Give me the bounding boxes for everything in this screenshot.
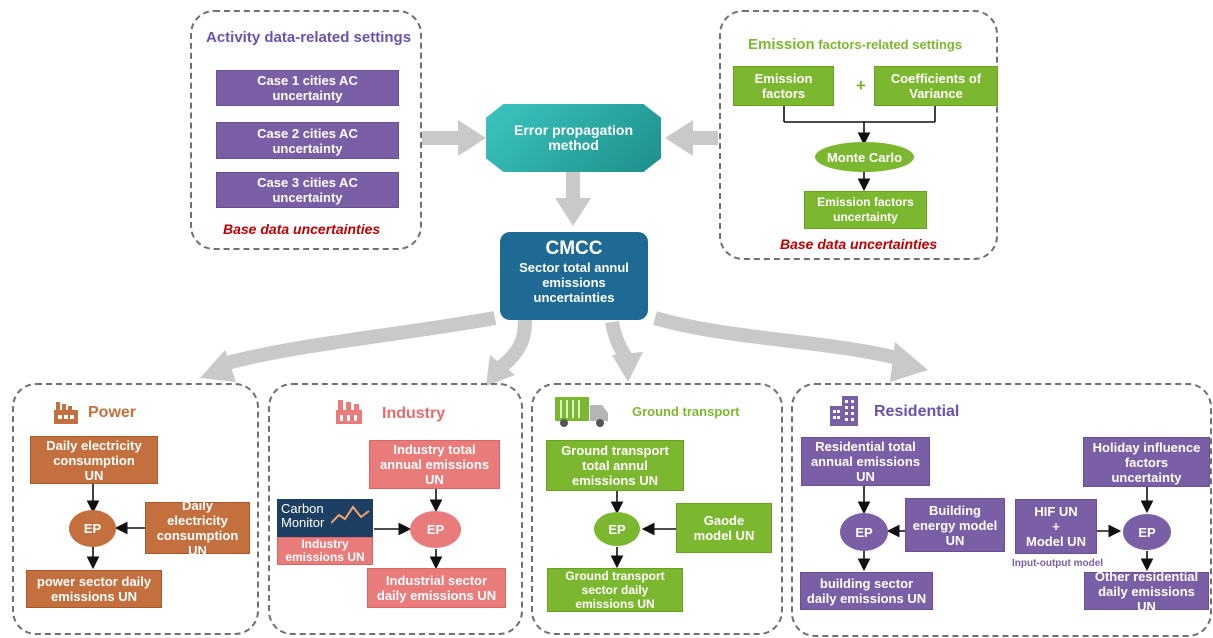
building-energy-model-box: Building energy model UN <box>905 498 1005 552</box>
transport-total-box: Ground transport total annul emissions U… <box>546 440 684 491</box>
industry-icon <box>336 400 362 424</box>
power-title: Power <box>88 404 137 421</box>
daily-electricity-right-box: Daily electricity consumption UN <box>145 498 250 558</box>
input-output-label: Input-output model <box>1012 558 1104 569</box>
power-ep: EP <box>69 510 116 547</box>
residential-title: Residential <box>874 403 960 420</box>
emission-title-bold: Emission <box>748 36 815 53</box>
monte-carlo-ellipse: Monte Carlo <box>815 142 914 172</box>
plus-sign: + <box>856 76 866 95</box>
emission-base-uncertainties: Base data uncertainties <box>780 236 938 252</box>
other-residential-output-box: Other residential daily emissions UN <box>1084 569 1209 614</box>
industry-title: Industry <box>382 405 446 422</box>
emission-settings-panel <box>719 10 998 260</box>
case3-box: Case 3 cities AC uncertainty <box>216 172 399 208</box>
case2-box: Case 2 cities AC uncertainty <box>216 122 399 159</box>
building-output-box: building sector daily emissions UN <box>800 572 933 610</box>
case1-box: Case 1 cities AC uncertainty <box>216 70 399 106</box>
transport-ep: EP <box>594 512 640 546</box>
transport-title: Ground transport <box>632 404 740 419</box>
building-icon <box>830 396 858 426</box>
residential-panel <box>791 383 1212 637</box>
residential-total-box: Residential total annual emissions UN <box>801 437 930 486</box>
transport-panel <box>531 383 783 635</box>
error-propagation-box: Error propagation method <box>486 104 661 172</box>
truck-icon <box>555 397 608 427</box>
industry-total-box: Industry total annual emissions UN <box>369 440 500 489</box>
cmcc-box: CMCC Sector total annul emissions uncert… <box>500 232 648 320</box>
trend-line-icon <box>331 505 370 524</box>
transport-output-box: Ground transport sector daily emissions … <box>547 568 683 612</box>
carbon-monitor-text: Carbon Monitor <box>281 501 325 530</box>
industry-emissions-box: Industry emissions UN <box>277 537 373 565</box>
industry-ep: EP <box>410 511 461 548</box>
cmcc-subtitle: Sector total annul emissions uncertainti… <box>519 260 629 305</box>
emission-title-rest: factors-related settings <box>814 37 963 52</box>
emission-factors-uncertainty-box: Emission factors uncertainty <box>804 191 927 229</box>
holiday-influence-box: Holiday influence factors uncertainty <box>1083 437 1210 487</box>
cmcc-title: CMCC <box>545 238 603 259</box>
industry-output-box: Industrial sector daily emissions UN <box>367 568 506 608</box>
gaode-model-box: Gaode model UN <box>676 503 772 553</box>
residential-ep-building: EP <box>840 513 888 551</box>
daily-electricity-box: Daily electricity consumption UN <box>30 436 158 484</box>
coefficients-of-variance-box: Coefficients of Variance <box>874 66 998 106</box>
emission-title: Emission factors-related settings <box>748 36 962 54</box>
activity-base-uncertainties: Base data uncertainties <box>223 221 381 237</box>
power-output-box: power sector daily emissions UN <box>26 570 162 608</box>
carbon-monitor-logo: Carbon Monitor <box>277 499 373 539</box>
factory-icon <box>54 402 78 424</box>
hif-model-box: HIF UN + Model UN <box>1015 499 1097 554</box>
activity-title: Activity data-related settings <box>206 29 412 46</box>
emission-factors-box: Emission factors <box>733 66 834 106</box>
power-panel <box>12 383 259 635</box>
residential-ep-other: EP <box>1123 514 1171 550</box>
industry-panel <box>268 383 523 635</box>
activity-settings-panel <box>190 10 422 250</box>
